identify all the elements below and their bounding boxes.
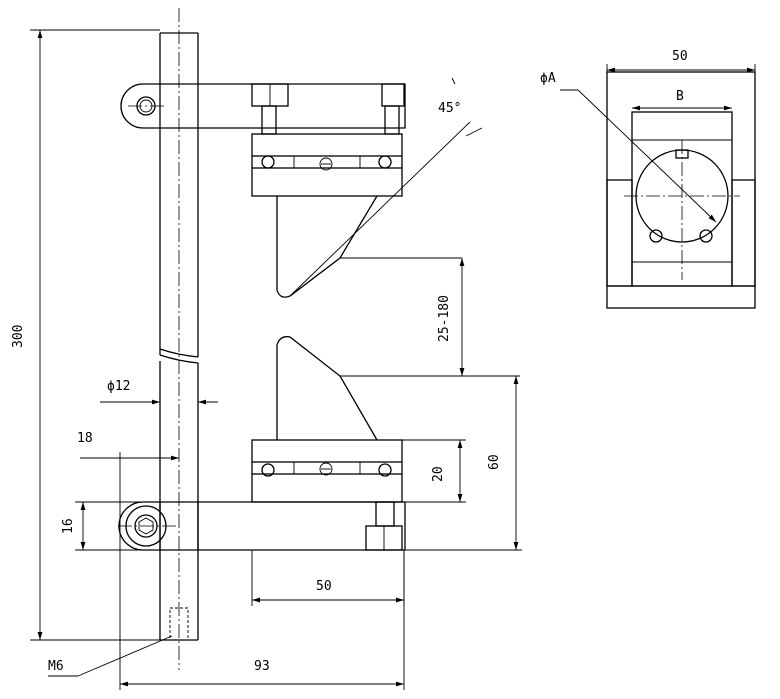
top-view	[560, 64, 756, 309]
label-bore-diameter: ϕA	[540, 71, 556, 86]
top-clamp-arm	[120, 83, 406, 135]
label-top-view-width: 50	[672, 49, 688, 64]
bottom-clamp-arm	[118, 501, 406, 551]
label-top-view-inner: B	[676, 89, 684, 104]
label-angle: 45°	[438, 101, 461, 116]
label-jaw-height: 60	[487, 454, 502, 470]
label-rod-diameter: ϕ12	[107, 379, 130, 394]
label-block-height: 20	[431, 466, 446, 482]
upper-jaw	[251, 133, 462, 298]
label-jaw-width: 50	[316, 579, 332, 594]
lower-jaw	[251, 336, 520, 551]
label-arm-thickness: 16	[61, 518, 76, 534]
label-offset-18: 18	[77, 431, 93, 446]
label-overall-width: 93	[254, 659, 270, 674]
label-opening-range: 25-180	[437, 295, 452, 342]
angle-tick	[451, 77, 456, 85]
angle-arc	[465, 127, 483, 137]
dimension-lines	[30, 29, 522, 690]
label-overall-height: 300	[11, 325, 26, 348]
label-thread: M6	[48, 659, 64, 674]
angle-line	[289, 121, 471, 297]
